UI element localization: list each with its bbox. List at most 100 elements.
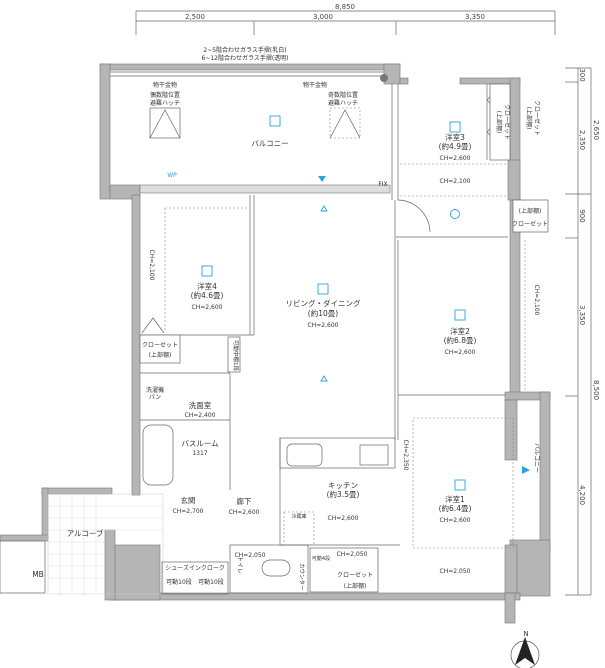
kitchen-counter xyxy=(279,437,396,469)
entrance-name: 玄関 xyxy=(181,495,196,505)
closet3-upper: (上部棚) xyxy=(525,107,533,130)
western4-ch: CH=2,600 xyxy=(192,304,223,311)
closet-mid-upper: (上部棚) xyxy=(519,207,542,215)
north-compass: N xyxy=(510,630,540,668)
western2-size: (約6.8畳) xyxy=(444,335,477,345)
aircon-icon xyxy=(318,176,326,182)
dim-r-900: 900 xyxy=(578,209,586,222)
washer-pan-2: パン xyxy=(149,394,161,401)
dim-r-4200: 4,200 xyxy=(578,485,586,505)
shoes-shelf-1: 可動10段 xyxy=(166,578,192,586)
evacuation-hatch-even xyxy=(149,107,181,139)
room-kitchen: キッチン (約3.5畳) CH=2,600 冷蔵庫 CH=2,350 xyxy=(279,437,409,546)
toilet-ch: CH=2,050 xyxy=(235,552,266,559)
closet3-name: クローゼット xyxy=(533,100,541,136)
ceiling-light-icon xyxy=(454,479,466,491)
dim-width-1: 2,500 xyxy=(185,13,205,21)
closet-bottom-name: クローゼット xyxy=(337,571,373,579)
mb-label: MB xyxy=(32,570,44,579)
aircon-icon xyxy=(522,466,530,474)
stove xyxy=(359,444,389,466)
western2-ch: CH=2,600 xyxy=(445,349,476,356)
side-balcony-label: バルコニー xyxy=(533,443,540,473)
hall-name: 廊下 xyxy=(237,496,252,506)
dim-width-2: 3,000 xyxy=(313,13,333,21)
hall-ch: CH=2,600 xyxy=(229,509,260,516)
walls xyxy=(0,63,551,624)
sensor-icon xyxy=(320,205,328,382)
shoes-closet-name: シューズインクローク xyxy=(165,564,225,572)
western3-name: 洋室3 xyxy=(445,132,465,142)
wp-label: WP xyxy=(167,172,177,179)
ceiling-light-icon xyxy=(317,283,329,295)
bath-size: 1317 xyxy=(192,450,207,457)
western1-ch: CH=2,600 xyxy=(440,517,471,524)
toilet-counter: カウンター xyxy=(298,563,306,591)
dim-r-3350: 3,350 xyxy=(578,305,586,325)
closet3-name-label: クローゼット xyxy=(503,104,511,140)
wet-area: 洗濯機 パン 洗面室 CH=2,400 バスルーム 1317 xyxy=(140,372,231,490)
meter-box xyxy=(0,540,46,594)
hatch-odd-label-2: 避難ハッチ xyxy=(328,99,358,107)
western4-name: 洋室4 xyxy=(197,281,217,291)
dim-r-2650: 2,650 xyxy=(592,120,600,140)
western2-ch-side: CH=2,100 xyxy=(533,285,540,316)
washroom-ch: CH=2,400 xyxy=(185,412,216,419)
sink xyxy=(286,443,323,467)
railing-note-1: 2~5階合わせガラス手摺(乳白) xyxy=(203,46,286,54)
hanger-1: 物干金物 xyxy=(153,81,177,89)
hatch-odd-label: 奇数階位置 xyxy=(328,91,358,99)
toilet-name: トイレ xyxy=(236,556,243,574)
hatch-even-label-2: 避難ハッチ xyxy=(150,99,180,107)
closet-bottom: 可動4段 CH=2,050 クローゼット (上部棚) xyxy=(309,547,379,593)
balcony-label: バルコニー xyxy=(251,139,288,148)
bathtub xyxy=(142,424,174,486)
room-toilet: CH=2,050 トイレ カウンター xyxy=(229,544,309,594)
balcony: 物干金物 物干金物 偶数階位置 避難ハッチ 奇数階位置 避難ハッチ バルコニー … xyxy=(110,71,388,188)
right-dimensions: 300 2,350 900 3,350 4,200 2,650 8,500 xyxy=(565,67,600,596)
living-ch: CH=2,600 xyxy=(308,322,339,329)
kitchen-ch: CH=2,600 xyxy=(328,515,359,522)
room-western-4: CH=2,100 洋室4 (約4.6畳) CH=2,600 クローゼット (上部… xyxy=(139,195,255,364)
dim-r-300: 300 xyxy=(578,68,586,81)
western2-name: 洋室2 xyxy=(450,326,470,336)
entry-area: アルコーブ 玄関 CH=2,700 廊下 CH=2,600 MB シューズインク… xyxy=(0,493,260,595)
ceiling-light-icon xyxy=(269,115,281,127)
kitchen-ch-side: CH=2,350 xyxy=(402,440,409,471)
western1-name: 洋室1 xyxy=(445,494,465,504)
living-size: (約10畳) xyxy=(308,308,338,318)
closet4-name: クローゼット xyxy=(142,341,178,349)
washroom-name: 洗面室 xyxy=(189,400,212,410)
kitchen-name: キッチン xyxy=(328,481,358,490)
drain-icon xyxy=(380,74,388,82)
dim-r-2350: 2,350 xyxy=(578,130,586,150)
railing-note-2: 6~12階合わせガラス手摺(透明) xyxy=(201,54,288,62)
washer-pan-1: 洗濯機 xyxy=(146,386,164,394)
room-western-2: 洋室2 (約6.8畳) CH=2,600 CH=2,100 xyxy=(398,240,540,396)
dim-r-8500: 8,500 xyxy=(592,380,600,400)
closet-middle xyxy=(512,199,549,233)
entrance-ch: CH=2,700 xyxy=(173,508,204,515)
western3-ch2: CH=2,100 xyxy=(440,178,471,185)
western1-size: (約6.4畳) xyxy=(439,503,472,513)
door-swing xyxy=(397,199,431,233)
closet-bottom-shelf: 可動4段 xyxy=(312,555,330,562)
top-dimensions: 8,850 2,500 3,000 3,350 xyxy=(135,3,556,35)
western3-ch: CH=2,600 xyxy=(440,155,471,162)
ceiling-light-icon xyxy=(454,309,466,321)
western1-ch2: CH=2,050 xyxy=(440,568,471,575)
ceiling-light-icon xyxy=(201,265,213,277)
room-living-dining: リビング・ダイニング (約10畳) CH=2,600 可動中棚1段 xyxy=(227,200,399,440)
compass-n: N xyxy=(523,630,528,638)
dim-width-3: 3,350 xyxy=(465,13,485,21)
ceiling-light-icon xyxy=(449,121,461,133)
closet-bottom-ch: CH=2,050 xyxy=(337,551,368,558)
closet4-upper: (上部棚) xyxy=(149,351,172,359)
western4-size: (約4.6畳) xyxy=(191,290,224,300)
kitchen-size: (約3.5畳) xyxy=(327,489,360,499)
light-icon xyxy=(450,209,460,219)
hanger-2: 物干金物 xyxy=(303,81,327,89)
shelf-label: 可動中棚1段 xyxy=(232,340,240,371)
toilet-bowl xyxy=(261,559,291,577)
